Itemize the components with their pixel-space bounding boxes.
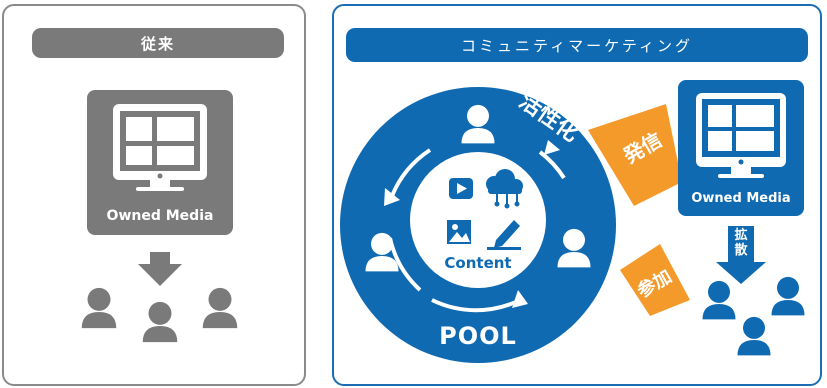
audience-people-icon-community [702, 276, 805, 356]
participate-arrow [620, 244, 690, 316]
audience-people-icon-traditional [81, 287, 238, 343]
spread-label: 拡散 [734, 228, 748, 258]
owned-media-label-community: Owned Media [691, 191, 791, 206]
traditional-title: 従来 [140, 34, 175, 53]
content-label: Content [444, 254, 512, 272]
image-icon [447, 220, 471, 244]
spread-down-arrow-icon [716, 226, 766, 284]
cloud-share-icon [486, 169, 523, 209]
monitor-icon-traditional [113, 104, 207, 191]
broadcast-arrow [588, 104, 682, 206]
pencil-edit-icon [487, 220, 521, 250]
pool-label: POOL [439, 322, 517, 350]
video-play-icon [449, 178, 473, 199]
owned-media-label-traditional: Owned Media [106, 208, 214, 224]
community-header: コミュニティマーケティング [346, 28, 808, 62]
down-arrow-icon-traditional [138, 252, 182, 286]
traditional-header: 従来 [32, 28, 284, 58]
community-title: コミュニティマーケティング [461, 36, 693, 55]
monitor-icon-community [696, 93, 786, 178]
cycle-arrowheads [384, 140, 560, 308]
